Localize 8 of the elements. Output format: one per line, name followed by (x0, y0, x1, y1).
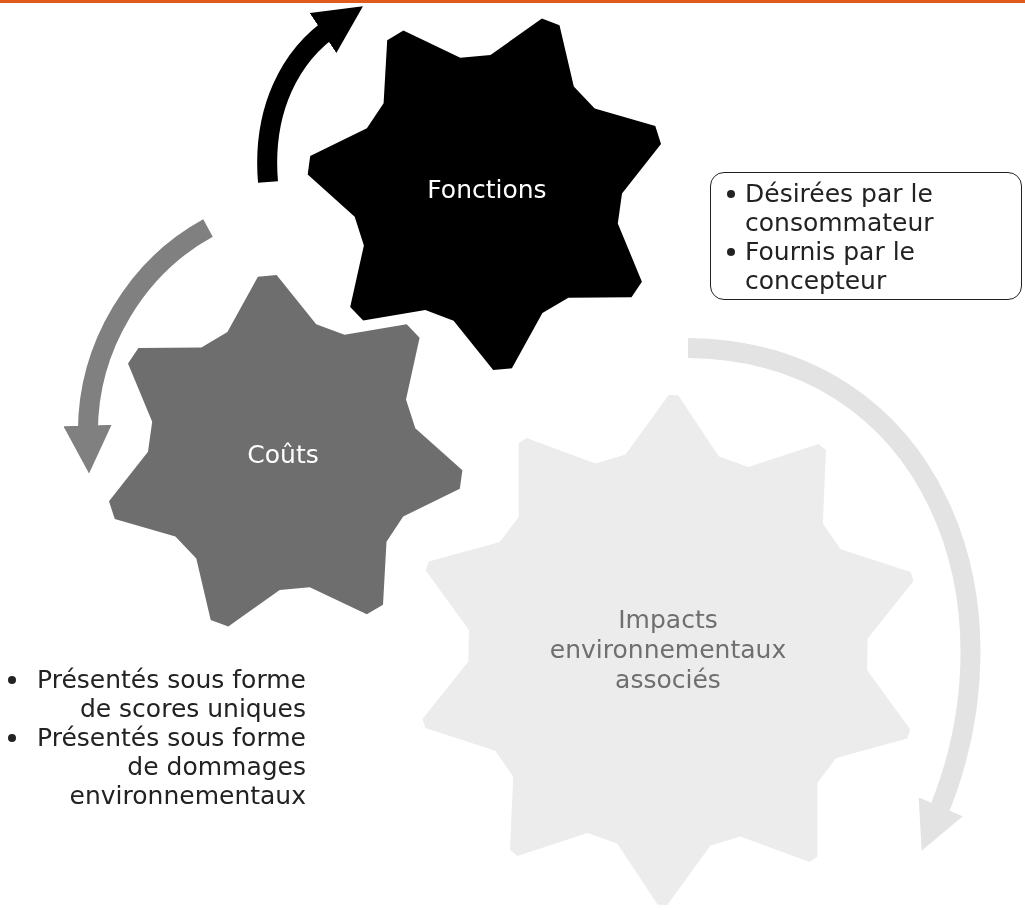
gear-label: Fonctions (427, 175, 547, 205)
text-box (710, 172, 1022, 300)
gear-label: Impacts environnementaux associés (548, 605, 788, 695)
gear-label: Coûts (247, 440, 319, 470)
bullet-text: Désirées par le consommateur (745, 179, 934, 237)
bullet-text: Présentés sous forme de scores uniques (37, 665, 306, 723)
bullet-text: Présentés sous forme de dommages environnementaux (37, 723, 306, 810)
bullet-text: Fournis par le concepteur (745, 237, 915, 295)
